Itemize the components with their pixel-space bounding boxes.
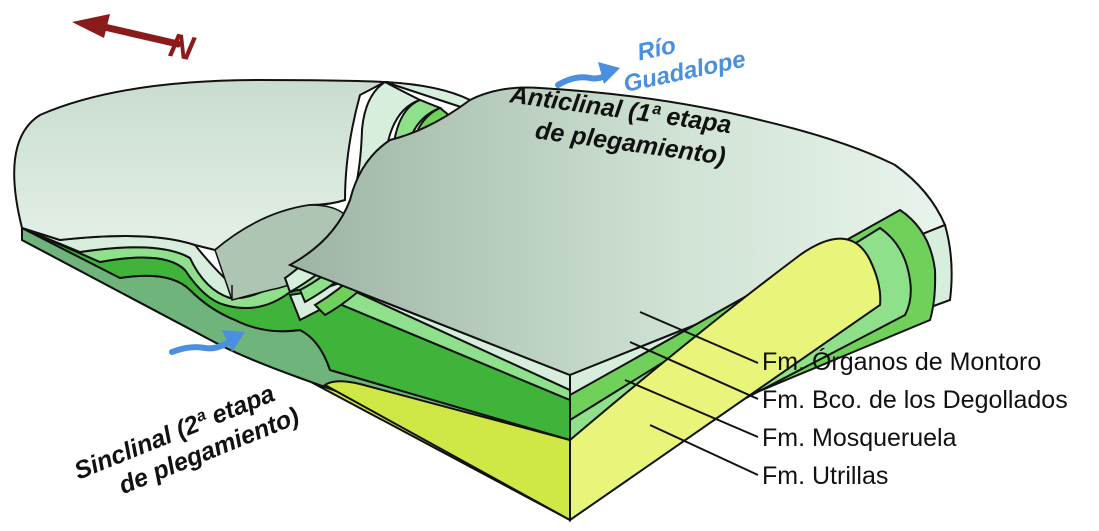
river-label: Río Guadalope <box>621 32 748 98</box>
leader-degollados <box>629 341 759 400</box>
syncline-label: Sinclinal (2ª etapa de plegamiento) <box>70 379 303 499</box>
legend-item-utrillas: Fm. Utrillas <box>762 462 888 490</box>
left-section-face <box>21 226 571 522</box>
river-arrow-top <box>555 62 620 88</box>
legend-leaders <box>624 311 759 476</box>
anticline-top-surface <box>287 86 947 377</box>
legend-item-degollados: Fm. Bco. de los Degollados <box>762 386 1068 414</box>
river-arrow-left <box>169 330 245 355</box>
leader-mosqueruela <box>624 379 759 438</box>
leader-organos <box>639 311 759 364</box>
north-arrow: N <box>72 14 199 69</box>
north-arrow-head <box>72 14 110 38</box>
right-layer-yellow <box>569 237 882 522</box>
flank-layer-green1 <box>283 80 423 294</box>
legend: Fm. Órganos de Montoro Fm. Bco. de los D… <box>762 347 1068 490</box>
legend-item-organos: Fm. Órganos de Montoro <box>762 347 1041 376</box>
leader-utrillas <box>649 424 759 476</box>
north-letter: N <box>166 26 199 69</box>
legend-item-mosqueruela: Fm. Mosqueruela <box>762 424 957 452</box>
left-top-surface <box>13 78 389 301</box>
right-section-face <box>569 208 953 522</box>
north-arrow-shaft <box>96 22 182 48</box>
